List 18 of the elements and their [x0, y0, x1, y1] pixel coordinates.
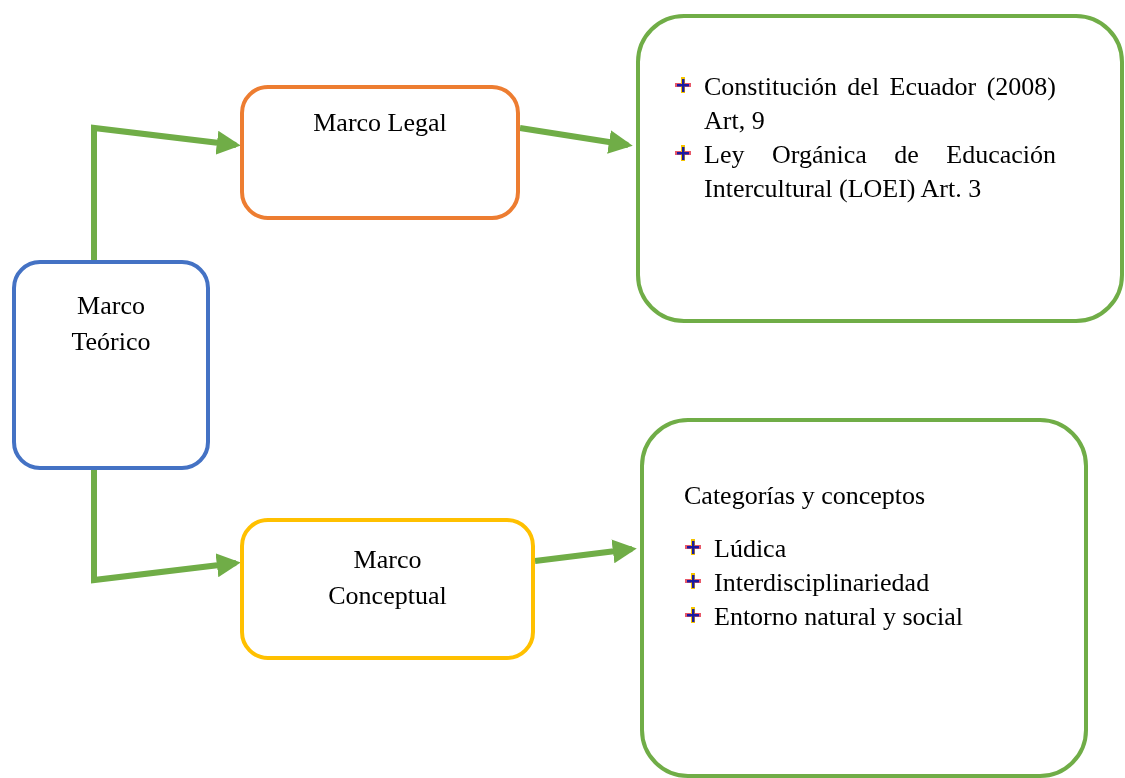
bullet-text: Interdisciplinariedad: [714, 567, 931, 599]
bullet-text: Lúdica: [714, 533, 788, 565]
rounded-box: [640, 418, 1088, 778]
arrow: [91, 124, 241, 260]
box-text: Marco Teórico: [70, 290, 152, 358]
rounded-box: [240, 85, 520, 220]
bullet-text: Ley Orgánica de Educación Intercultural (LOEI) Art. 3: [704, 139, 1056, 205]
bullet-text: Constitución del Ecuador (2008) Art, 9: [704, 71, 1056, 137]
box-text: Marco Legal: [312, 107, 448, 139]
arrow: [91, 470, 241, 584]
bullet-text: Entorno natural y social: [714, 601, 965, 633]
rounded-box: [636, 14, 1124, 323]
rounded-box: [240, 518, 535, 660]
rounded-box: [12, 260, 210, 470]
box-text: Marco Conceptual: [327, 544, 448, 612]
arrow: [534, 539, 637, 564]
box-text: Categorías y conceptos: [684, 480, 927, 512]
arrow: [519, 125, 633, 154]
